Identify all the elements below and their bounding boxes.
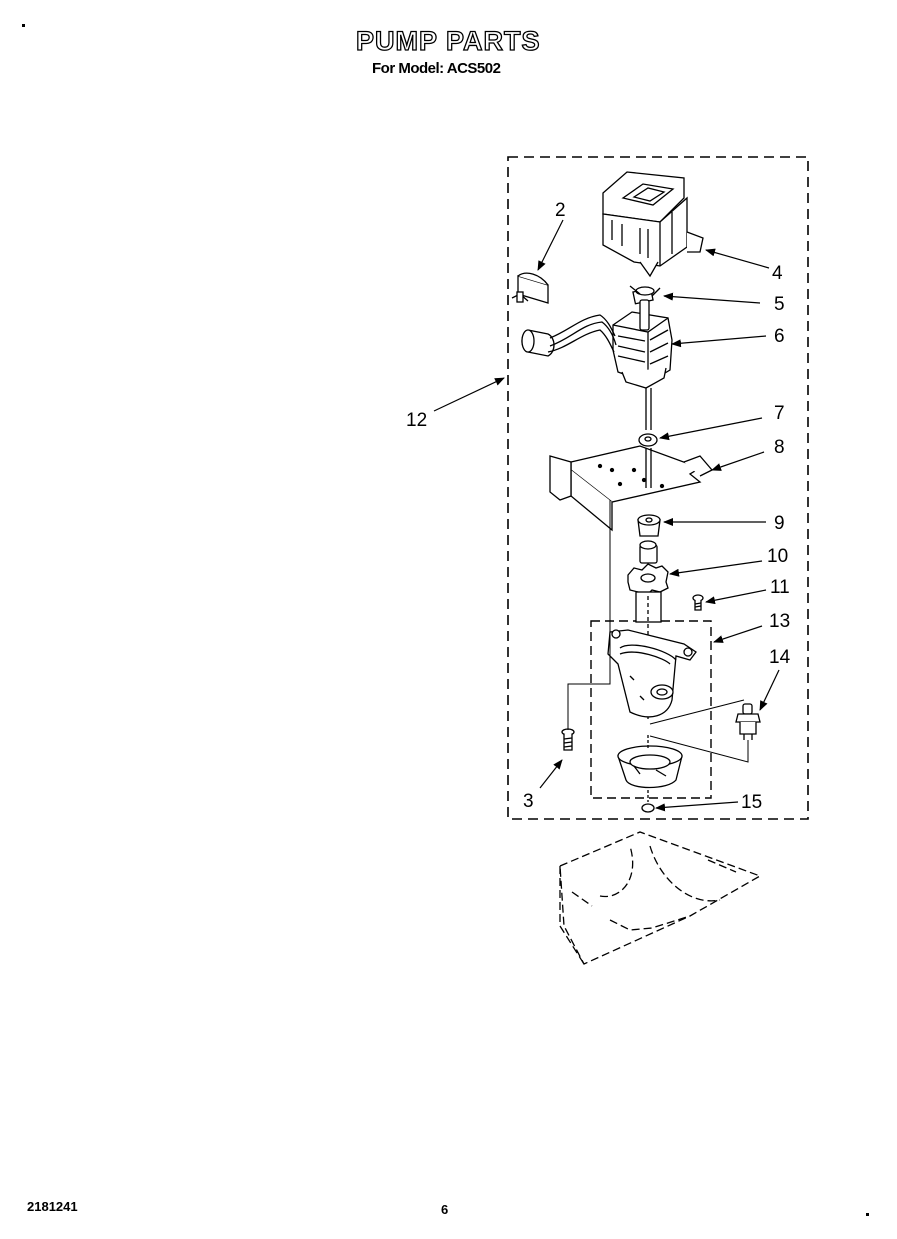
callout-9: 9 [774, 513, 785, 534]
small-washer-part [641, 790, 655, 813]
callout-11: 11 [770, 577, 790, 598]
capacitor-part [511, 272, 617, 357]
page-number: 6 [441, 1202, 449, 1217]
model-line: For Model: ACS502 [372, 60, 501, 77]
scan-speck [22, 24, 25, 27]
mounting-screw-part [561, 728, 575, 751]
callout-13: 13 [769, 611, 790, 632]
callout-labels: 2 3 4 5 6 7 8 9 10 11 12 13 14 15 [406, 200, 791, 813]
inlet-fitting-part [735, 703, 761, 740]
callout-4: 4 [772, 263, 783, 284]
seal-part [637, 514, 661, 537]
document-number: 2181241 [27, 1199, 78, 1214]
scan-speck [866, 1213, 869, 1216]
callout-leaders [433, 219, 780, 812]
callout-6: 6 [774, 326, 785, 347]
callout-15: 15 [741, 792, 762, 813]
callout-3: 3 [523, 791, 534, 812]
callout-5: 5 [774, 294, 785, 315]
motor-part [612, 299, 673, 430]
pump-assembly-outline [507, 156, 809, 820]
callout-2: 2 [555, 200, 566, 221]
callout-14: 14 [769, 647, 791, 668]
callout-12: 12 [406, 410, 427, 431]
pump-housing-part [607, 629, 697, 718]
page-title: PUMP PARTS [355, 25, 541, 56]
alignment-lines [567, 500, 749, 763]
impeller-part [627, 540, 669, 720]
screw-part [692, 594, 704, 611]
washer-part [638, 433, 658, 447]
callout-8: 8 [774, 437, 785, 458]
base-reference-outline [559, 831, 762, 965]
base-cup-part [617, 735, 683, 789]
mounting-bracket-part [549, 445, 714, 532]
callout-10: 10 [767, 546, 788, 567]
callout-7: 7 [774, 403, 785, 424]
motor-cover-part [602, 171, 704, 278]
